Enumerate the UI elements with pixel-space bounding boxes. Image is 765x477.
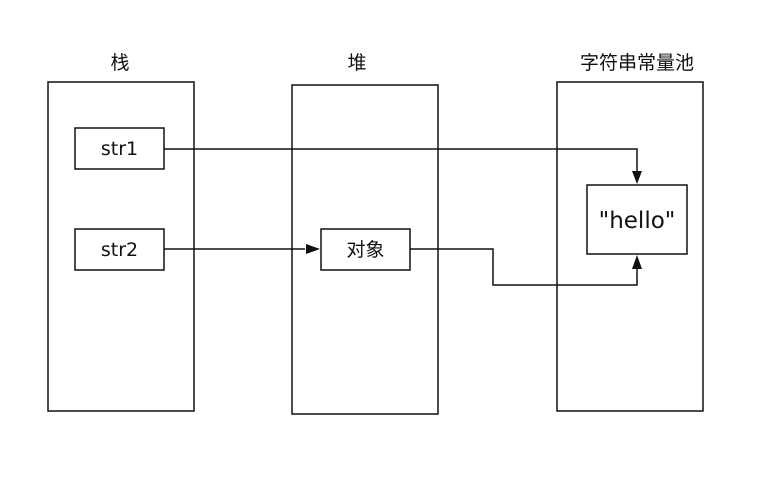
str2-node: str2	[74, 228, 165, 271]
str1-to-hello-arrowhead	[632, 171, 642, 184]
str1-node: str1	[74, 127, 165, 170]
object-to-hello-connector	[410, 248, 638, 286]
str2-to-object-arrowhead	[306, 244, 320, 254]
stack-title: 栈	[110, 52, 129, 74]
hello-label: "hello"	[599, 208, 676, 234]
str2-label: str2	[101, 239, 138, 261]
heap-title: 堆	[347, 52, 366, 74]
str1-box	[74, 127, 165, 170]
object-box	[320, 228, 411, 271]
hello-node: "hello"	[586, 184, 688, 255]
object-to-hello-arrowhead	[632, 255, 642, 269]
str2-box	[74, 228, 165, 271]
object-node: 对象	[320, 228, 411, 271]
object-label: 对象	[346, 239, 384, 261]
str1-label: str1	[101, 138, 138, 160]
str1-to-hello-connector	[164, 148, 638, 172]
hello-box	[586, 184, 688, 255]
string-pool-title: 字符串常量池	[580, 52, 694, 74]
